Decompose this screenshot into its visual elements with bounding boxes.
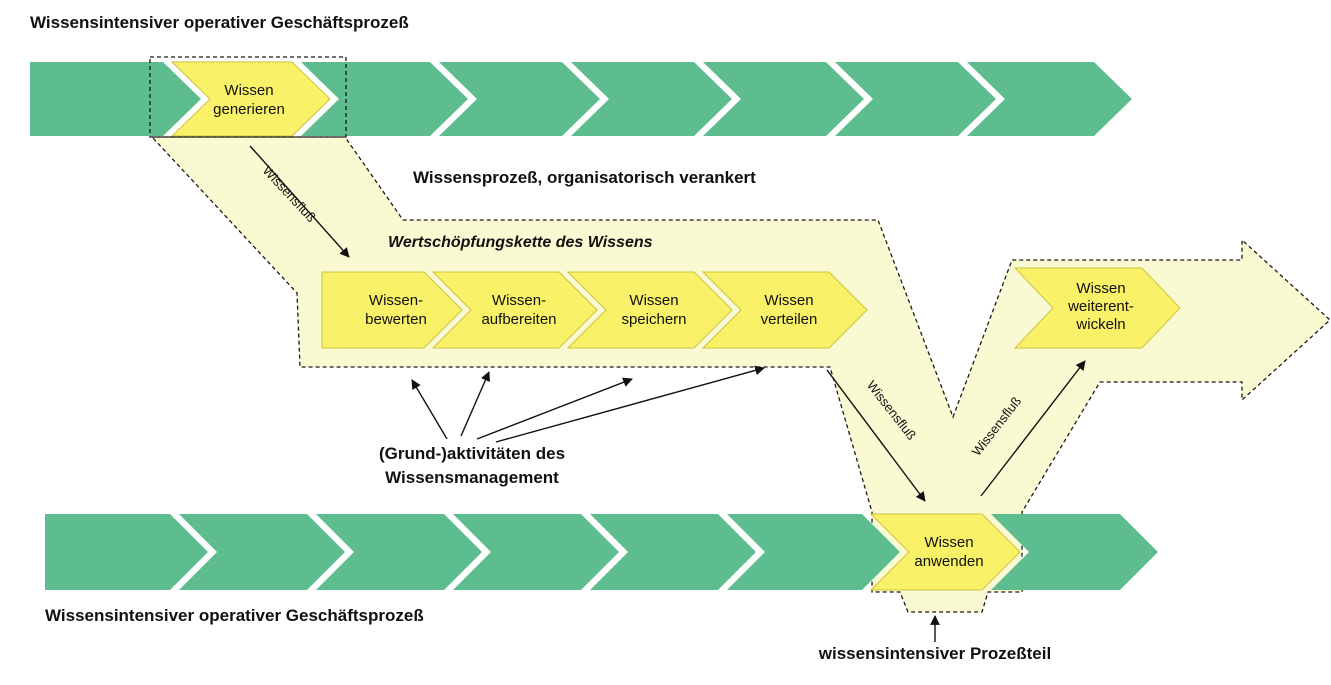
process-segment: [30, 62, 201, 136]
weiterentwickeln-label-line1: Wissen: [1076, 280, 1125, 297]
knowledge-flow-region: [150, 136, 1331, 613]
annotation-arrow-aufbereiten: [460, 371, 490, 437]
process-segment: [835, 62, 996, 136]
speichern-label-line2: speichern: [621, 311, 686, 328]
value-chain-label: Wertschöpfungskette des Wissens: [388, 234, 653, 251]
process-segment: [967, 62, 1132, 136]
annotation-arrow-speichern: [476, 377, 633, 440]
top-process-title: Wissensintensiver operativer Geschäftspr…: [30, 13, 409, 32]
generieren-label-line1: Wissen: [224, 82, 273, 99]
chevron-wissen-aufbereiten: [431, 271, 598, 349]
process-part-label: wissensintensiver Prozeßteil: [818, 644, 1051, 663]
process-segment: [45, 514, 208, 590]
verteilen-label-line2: verteilen: [761, 311, 818, 328]
generieren-label-line2: generieren: [213, 101, 285, 118]
bewerten-label-line1: Wissen-: [369, 292, 423, 309]
anwenden-label-line1: Wissen: [924, 534, 973, 551]
process-segment: [727, 514, 900, 590]
process-segment: [453, 514, 619, 590]
process-segment: [316, 514, 482, 590]
process-segment: [703, 62, 864, 136]
knowledge-value-chain: [321, 267, 1181, 349]
process-segment: [571, 62, 732, 136]
chevron-wissen-speichern: [566, 271, 733, 349]
activities-label-line1: (Grund-)aktivitäten des: [379, 444, 565, 463]
chevron-wissen-anwenden: [869, 513, 1021, 591]
bewerten-label-line2: bewerten: [365, 311, 427, 328]
bottom-process-row: [45, 513, 1158, 591]
speichern-label-line1: Wissen: [629, 292, 678, 309]
chevron-wissen-verteilen: [701, 271, 868, 349]
process-segment: [991, 514, 1158, 590]
activities-label-line2: Wissensmanagement: [385, 468, 559, 487]
process-segment: [590, 514, 756, 590]
weiterentwickeln-label-line3: wickeln: [1075, 316, 1125, 333]
process-segment: [179, 514, 345, 590]
chevron-wissen-generieren: [170, 61, 331, 137]
flow-arrow-verteilen-to-anwenden: [826, 369, 926, 502]
flow-arrow-generieren-to-chain: [249, 145, 350, 258]
chevron-wissen-weiterentwickeln: [1013, 267, 1181, 349]
top-process-row: [30, 61, 1132, 137]
knowledge-process-label: Wissensprozeß, organisatorisch verankert: [413, 168, 756, 187]
generieren-highlight-box: [149, 56, 347, 138]
process-segment: [439, 62, 600, 136]
annotation-arrow-verteilen: [495, 365, 765, 443]
process-segment: [301, 62, 468, 136]
flow-arrow-anwenden-to-weiterentwickeln: [980, 360, 1086, 497]
aufbereiten-label-line2: aufbereiten: [481, 311, 556, 328]
anwenden-label-line2: anwenden: [914, 553, 983, 570]
verteilen-label-line1: Wissen: [764, 292, 813, 309]
annotation-arrow-bewerten: [411, 379, 448, 440]
bottom-process-title: Wissensintensiver operativer Geschäftspr…: [45, 606, 424, 625]
chevron-wissen-bewerten: [321, 271, 463, 349]
aufbereiten-label-line1: Wissen-: [492, 292, 546, 309]
weiterentwickeln-label-line2: weiterent-: [1067, 298, 1134, 315]
